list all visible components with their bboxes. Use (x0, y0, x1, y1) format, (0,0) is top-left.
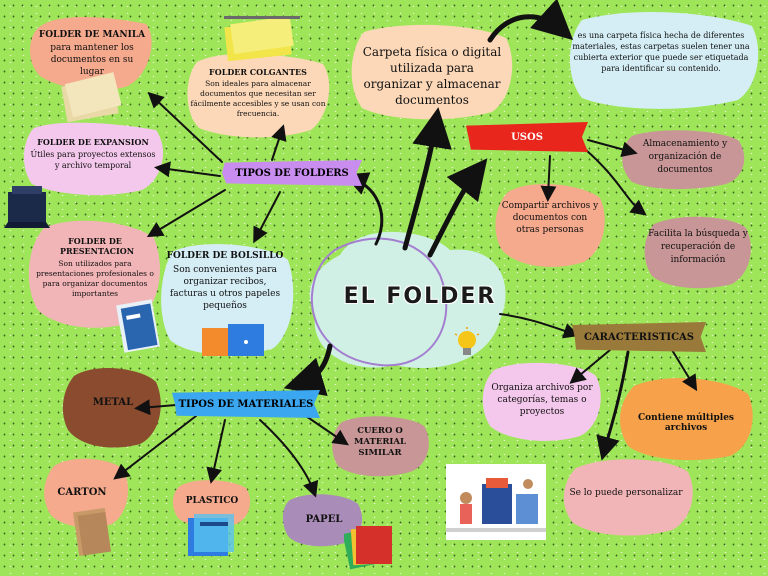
plastico-folder-image (188, 514, 234, 556)
phrase-text: Carpeta física o digital utilizada para … (362, 45, 502, 107)
papel-label: PAPEL (305, 514, 343, 525)
tipos-materiales-banner: TIPOS DE MATERIALES (172, 390, 320, 418)
papel-blob (282, 494, 363, 547)
carton-label: CARTON (57, 487, 107, 498)
usos-label: USOS (511, 131, 543, 143)
expansion-text: Útiles para proyectos extensos y archivo… (30, 150, 156, 170)
tipos-materiales-label: TIPOS DE MATERIALES (178, 398, 314, 410)
uso2-text: Compartir archivos y documentos con otra… (501, 201, 599, 235)
uso3-text: Facilita la búsqueda y recuperación de i… (648, 229, 748, 265)
uso1-text: Almacenamiento y organización de documen… (642, 139, 728, 175)
tipos-folders-label: TIPOS DE FOLDERS (235, 167, 349, 179)
colgantes-blob (187, 53, 330, 138)
plastico-label: PLASTICO (185, 496, 239, 506)
metal-label: METAL (92, 397, 134, 408)
manila-folder-image (61, 72, 122, 122)
caracteristicas-label: CARACTERISTICAS (583, 331, 695, 343)
uso3-blob (644, 216, 751, 289)
caracteristica2-text: Contiene múltiples archivos (638, 413, 734, 433)
papel-folder-image (344, 526, 392, 570)
central-title: EL FOLDER (343, 284, 497, 309)
caracteristica1-text: Organiza archivos por categorías, temas … (491, 383, 593, 417)
car2-blob (620, 378, 753, 460)
office-illustration-image (446, 464, 546, 540)
detail-text: es una carpeta física hecha de diferente… (572, 31, 750, 73)
carton-folder-image (73, 507, 111, 557)
detail-blob (569, 12, 759, 109)
colgantes-folder-image (224, 15, 300, 62)
expansion-blob (23, 122, 164, 196)
uso1-blob (622, 130, 745, 190)
bolsillo-title: FOLDER DE BOLSILLO (166, 251, 284, 261)
expansion-folder-image (4, 186, 50, 228)
cuero-blob (332, 416, 429, 477)
colgantes-text: Son ideales para almacenar documentos qu… (190, 79, 326, 118)
caracteristica3-text: Se lo puede personalizar (569, 488, 683, 498)
central-blob (309, 231, 506, 368)
metal-blob (62, 368, 161, 448)
uso2-blob (495, 184, 605, 267)
presentacion-folder-image (116, 299, 160, 353)
expansion-title: FOLDER DE EXPANSION (37, 137, 149, 147)
manila-text: para mantener los documentos en su lugar (50, 43, 134, 77)
usos-banner: USOS (466, 122, 588, 152)
car3-blob (563, 459, 693, 536)
bolsillo-folder-image (202, 324, 264, 356)
colgantes-title: FOLDER COLGANTES (209, 67, 307, 77)
lightbulb-icon (454, 327, 480, 355)
presentacion-blob (28, 220, 160, 328)
caracteristicas-banner: CARACTERISTICAS (572, 322, 706, 352)
presentacion-text: Son utilizados para presentaciones profe… (36, 259, 154, 298)
presentacion-title: FOLDER DE PRESENTACION (60, 236, 135, 256)
cuero-label: CUERO O MATERIAL SIMILAR (354, 426, 406, 458)
tipos-folders-banner: TIPOS DE FOLDERS (222, 160, 362, 186)
manila-title: FOLDER DE MANILA (38, 30, 146, 40)
bolsillo-text: Son convenientes para organizar recibos,… (169, 265, 281, 311)
phrase-blob (351, 24, 513, 120)
manila-blob (30, 16, 152, 91)
carton-blob (44, 458, 129, 528)
